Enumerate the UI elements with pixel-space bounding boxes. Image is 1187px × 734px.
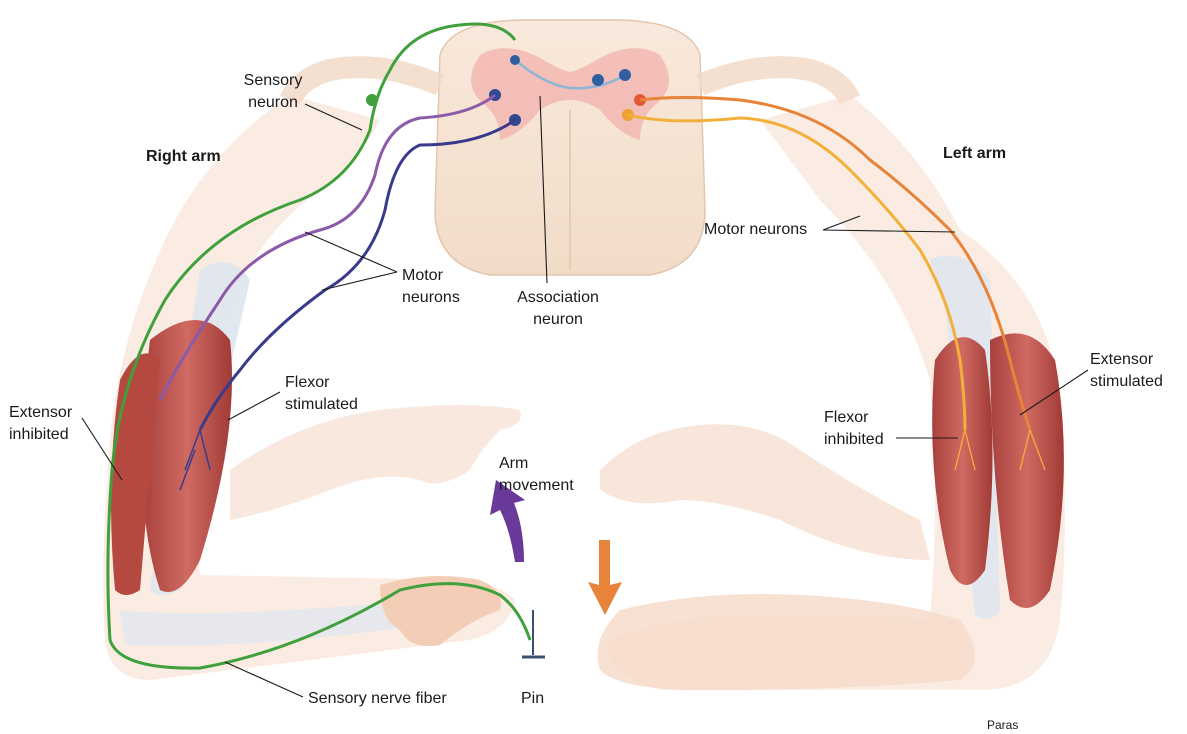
sensory-neuron-label-line2: neuron <box>236 92 310 114</box>
flexor-stimulated-label-line2: stimulated <box>285 394 358 416</box>
flexor-stimulated-label: Flexor stimulated <box>285 372 358 416</box>
motor-neurons-left-label: Motor neurons <box>704 219 807 241</box>
flexor-inhibited-label-line1: Flexor <box>824 407 884 429</box>
extensor-stimulated-label-line1: Extensor <box>1090 349 1163 371</box>
right-arm-title: Right arm <box>146 146 221 168</box>
extensor-stimulated-label: Extensor stimulated <box>1090 349 1163 393</box>
arm-movement-label-line2: movement <box>499 475 574 497</box>
downward-movement-arrow <box>588 540 622 615</box>
flexor-stimulated-label-line1: Flexor <box>285 372 358 394</box>
motor-neurons-right-label-line1: Motor <box>402 265 460 287</box>
sensory-nerve-fiber-label: Sensory nerve fiber <box>308 688 447 710</box>
association-neuron-label-line2: neuron <box>505 309 611 331</box>
extensor-inhibited-label-line1: Extensor <box>9 402 72 424</box>
extensor-inhibited-label: Extensor inhibited <box>9 402 72 446</box>
sensory-neuron-label: Sensory neuron <box>236 70 310 114</box>
motor-neurons-right-label: Motor neurons <box>402 265 460 309</box>
association-neuron-label: Association neuron <box>505 287 611 331</box>
pin-label: Pin <box>521 688 544 710</box>
arm-movement-label-line1: Arm <box>499 453 574 475</box>
extensor-stimulated-label-line2: stimulated <box>1090 371 1163 393</box>
flexor-inhibited-label-line2: inhibited <box>824 429 884 451</box>
artist-credit: Paras <box>987 718 1018 732</box>
motor-neurons-right-label-line2: neurons <box>402 287 460 309</box>
sensory-neuron-label-line1: Sensory <box>236 70 310 92</box>
flexor-inhibited-label: Flexor inhibited <box>824 407 884 451</box>
pin <box>522 610 545 657</box>
association-neuron-label-line1: Association <box>505 287 611 309</box>
arm-movement-label: Arm movement <box>499 453 574 497</box>
left-arm-title: Left arm <box>943 143 1006 165</box>
extensor-inhibited-label-line2: inhibited <box>9 424 72 446</box>
